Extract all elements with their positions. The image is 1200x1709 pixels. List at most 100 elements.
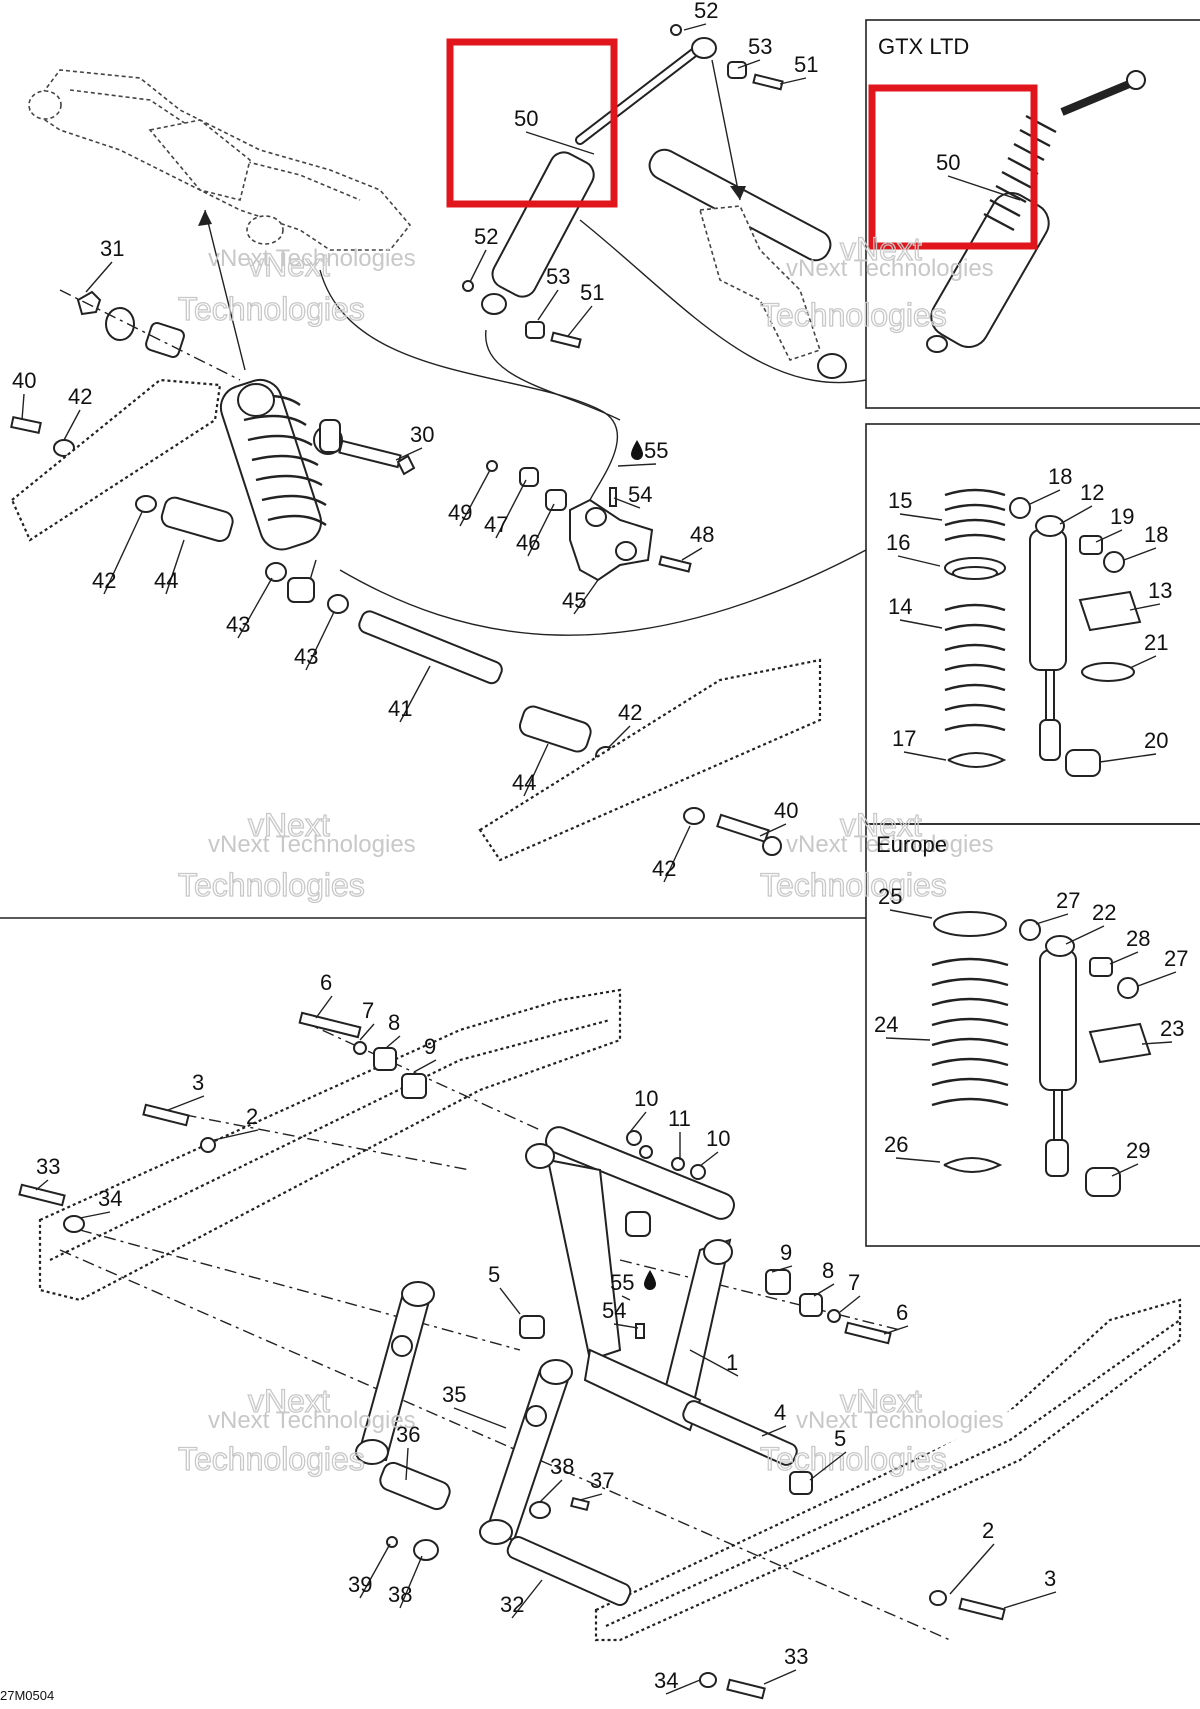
leader-line-l51b — [567, 305, 593, 337]
leader-line-l28 — [1109, 951, 1139, 965]
svg-text:vNext: vNext — [840, 1383, 922, 1419]
leader-line-l54b — [613, 1323, 639, 1329]
axis-line-3 — [79, 1229, 521, 1351]
svg-text:Technologies: Technologies — [760, 1441, 947, 1477]
slide-rail-left-upper — [10, 378, 222, 542]
callout-l8a: 8 — [388, 1010, 400, 1035]
svg-text:vNext Technologies: vNext Technologies — [796, 1407, 1004, 1434]
leader-line-l33a — [35, 1179, 49, 1191]
watermark-5: vNext vNext Technologies Technologies — [177, 1382, 415, 1477]
callout-l3b: 3 — [1044, 1566, 1056, 1591]
callout-l7a: 7 — [362, 998, 374, 1023]
leader-line-l30 — [395, 447, 423, 461]
callout-l23: 23 — [1160, 1016, 1184, 1041]
leader-line-l20 — [1099, 753, 1157, 763]
callout-l12: 12 — [1080, 480, 1104, 505]
leader-line-l43b — [305, 611, 335, 671]
leader-line-l18a — [1029, 489, 1061, 505]
callout-l41: 41 — [388, 696, 412, 721]
callout-l19: 19 — [1110, 504, 1134, 529]
svg-text:vNext Technologies: vNext Technologies — [208, 245, 416, 272]
lower-shafts — [379, 1400, 1006, 1700]
lower-shaft-parts — [135, 495, 782, 856]
leader-line-l19 — [1095, 529, 1123, 543]
callout-l33a: 33 — [36, 1154, 60, 1179]
leader-line-l10a — [629, 1111, 647, 1133]
callout-l26: 26 — [884, 1132, 908, 1157]
callout-l7b: 7 — [848, 1270, 860, 1295]
chassis-frame-drawing — [28, 69, 412, 251]
callout-l6b: 6 — [896, 1300, 908, 1325]
callout-l27a: 27 — [1056, 888, 1080, 913]
leader-line-l34a — [79, 1211, 111, 1219]
callout-l51b: 51 — [580, 280, 604, 305]
callout-l38a: 38 — [550, 1454, 574, 1479]
leader-line-l40b — [759, 823, 787, 837]
leader-line-l3b — [1003, 1591, 1057, 1609]
leader-line-l45 — [573, 579, 599, 615]
callout-l17: 17 — [892, 726, 916, 751]
callout-l5a: 5 — [488, 1262, 500, 1287]
callout-l46: 46 — [516, 530, 540, 555]
callout-l43b: 43 — [294, 644, 318, 669]
leader-line-l6b — [883, 1325, 909, 1335]
leader-line-l50b — [947, 175, 1021, 201]
callout-l9a: 9 — [424, 1034, 436, 1059]
leader-line-l5b — [809, 1451, 847, 1481]
axis-line-2 — [159, 1109, 471, 1171]
callout-l30: 30 — [410, 422, 434, 447]
callout-l53a: 53 — [748, 34, 772, 59]
leader-line-l7b — [839, 1295, 861, 1313]
svg-text:Technologies: Technologies — [760, 297, 947, 333]
shock-detail-12-21 — [944, 488, 1142, 777]
leader-line-l2a — [213, 1129, 259, 1141]
callout-l14: 14 — [888, 594, 912, 619]
svg-text:Technologies: Technologies — [178, 1441, 365, 1477]
svg-text:vNext: vNext — [248, 807, 330, 843]
leader-line-l38b — [399, 1555, 423, 1609]
callout-l5b: 5 — [834, 1426, 846, 1451]
callout-l34a: 34 — [98, 1186, 122, 1211]
callout-l40a: 40 — [12, 368, 36, 393]
callout-l55a: 55 — [644, 438, 668, 463]
leader-line-l49 — [459, 469, 491, 527]
leader-line-l1 — [689, 1349, 739, 1377]
callout-l50b: 50 — [936, 150, 960, 175]
leader-line-l3a — [167, 1095, 205, 1111]
leader-line-l31 — [85, 261, 113, 293]
callout-l47: 47 — [484, 512, 508, 537]
callout-l40b: 40 — [774, 798, 798, 823]
svg-text:vNext Technologies: vNext Technologies — [208, 831, 416, 858]
svg-text:Technologies: Technologies — [760, 867, 947, 903]
leader-line-l2b — [949, 1543, 995, 1595]
leader-line-l52b — [469, 249, 487, 283]
leader-line-l18b — [1123, 547, 1157, 561]
callout-l22: 22 — [1092, 900, 1116, 925]
gtx-ltd-shock — [926, 70, 1146, 353]
svg-text:vNext: vNext — [840, 231, 922, 267]
leader-line-l55a — [617, 463, 657, 467]
bolt-40-left — [10, 416, 75, 457]
callout-l42d: 42 — [652, 856, 676, 881]
leader-line-l35 — [453, 1407, 507, 1429]
callout-l32: 32 — [500, 1592, 524, 1617]
watermark-6: vNext vNext Technologies Technologies — [759, 1382, 1004, 1477]
leader-line-l42d — [663, 825, 691, 883]
leader-line-l25 — [889, 909, 933, 919]
callout-l43a: 43 — [226, 612, 250, 637]
leader-line-l6a — [315, 995, 333, 1019]
callout-l4: 4 — [774, 1400, 786, 1425]
callout-l16: 16 — [886, 530, 910, 555]
callout-l9b: 9 — [780, 1240, 792, 1265]
shock-50-center — [481, 37, 717, 315]
europe-shock-22-29 — [931, 911, 1152, 1197]
watermark-1: vNext vNext Technologies Technologies — [177, 245, 416, 328]
left-hardware — [18, 1011, 427, 1233]
callout-l2b: 2 — [982, 1518, 994, 1543]
watermark-2: vNext vNext Technologies Technologies — [759, 230, 993, 333]
callout-l10b: 10 — [706, 1126, 730, 1151]
callout-l38b: 38 — [388, 1582, 412, 1607]
callout-l42a: 42 — [68, 384, 92, 409]
callout-l45: 45 — [562, 588, 586, 613]
